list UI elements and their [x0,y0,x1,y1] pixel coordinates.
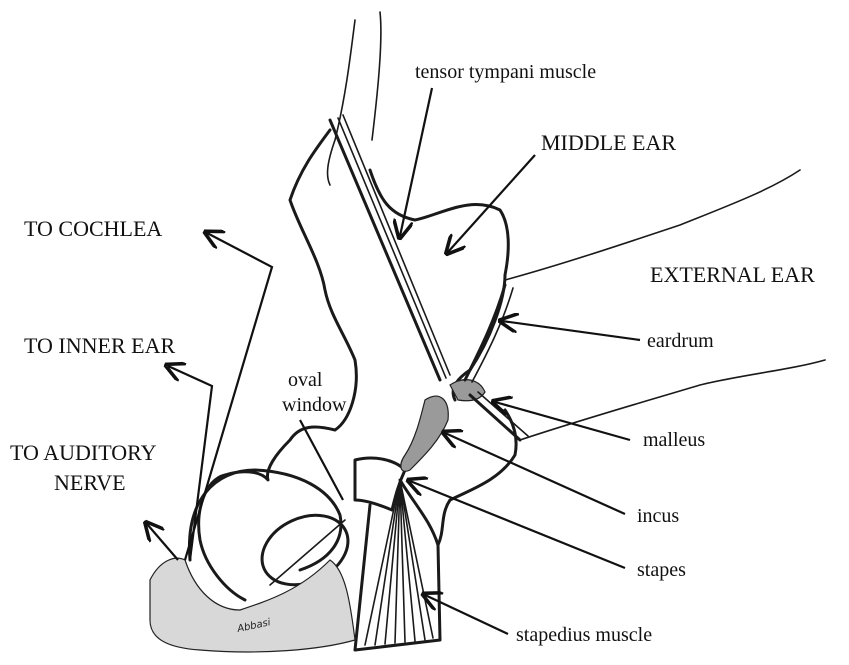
ear-anatomy-drawing [150,12,825,652]
upper-boundary-curve [328,20,355,185]
tensor-tympani-tube-inner [338,118,446,378]
to-auditory-nerve-pointer [147,524,178,560]
to-cochlea-pointer [185,233,272,560]
oval-window-pointer [300,420,343,500]
external-canal-lower [520,360,825,440]
cochlea-curve [189,470,340,570]
label-window: window [282,394,347,416]
eardrum-pointer [502,321,640,340]
tensor-tympani-tube-inner-2 [343,115,450,375]
malleus-handle-2 [478,392,528,436]
upper-boundary-curve-2 [372,12,381,140]
label-external-ear: EXTERNAL EAR [650,262,815,287]
label-oval: oval [288,369,323,391]
label-middle-ear: MIDDLE EAR [541,130,676,155]
eardrum-membrane [465,285,505,380]
label-to-auditory: TO AUDITORY [10,440,157,465]
label-tensor-tympani: tensor tympani muscle [415,61,596,83]
lower-right-wall [438,410,516,545]
stapedius-pointer [425,595,508,634]
label-nerve: NERVE [54,470,126,495]
middle-ear-cavity [370,170,508,400]
middle-ear-pointer [448,155,535,252]
label-to-cochlea: TO COCHLEA [24,216,162,241]
label-stapes: stapes [637,559,686,581]
label-incus: incus [637,505,679,527]
incus-ossicle [401,396,448,471]
label-stapedius: stapedius muscle [516,624,652,646]
nerve-base-shading [150,558,355,652]
label-eardrum: eardrum [647,330,714,352]
stapedius-muscle-fan [355,480,440,650]
tensor-tympani-pointer [400,88,432,236]
malleus-handle [470,395,520,440]
eardrum-membrane-2 [472,288,513,382]
label-to-inner-ear: TO INNER EAR [24,333,175,358]
incus-pointer [445,433,625,514]
label-malleus: malleus [643,429,705,451]
